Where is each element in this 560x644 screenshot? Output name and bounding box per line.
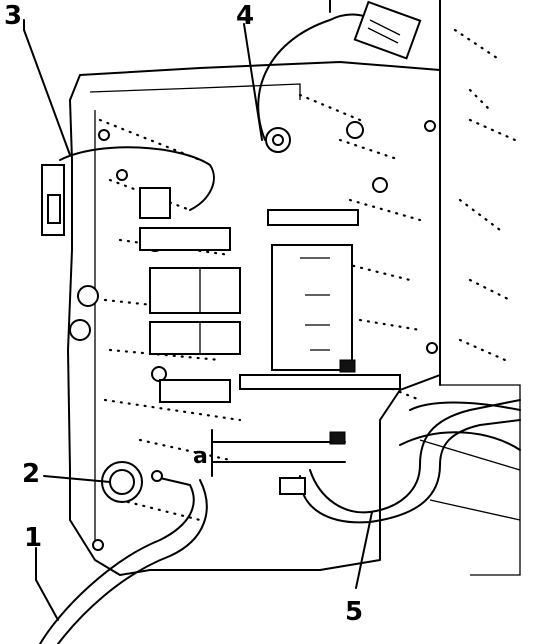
connector-3 <box>41 146 215 236</box>
callout-1: 1 <box>24 523 42 553</box>
dimension-a <box>211 429 346 477</box>
callout-3: 3 <box>4 1 22 31</box>
callout-5: 5 <box>345 597 363 627</box>
transmission-housing <box>329 0 521 576</box>
leader-lines <box>23 19 373 621</box>
valve-blocks <box>139 187 401 403</box>
callout-2: 2 <box>22 459 40 489</box>
wiring-harness <box>39 399 521 644</box>
callout-4: 4 <box>236 1 254 31</box>
callout-a: a <box>193 444 208 469</box>
connector-4 <box>257 0 422 153</box>
